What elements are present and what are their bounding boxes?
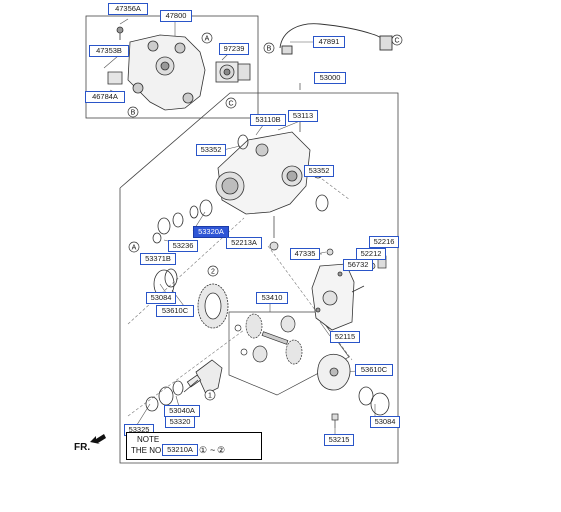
seal-ring [237, 134, 249, 150]
note-title: NOTE [137, 435, 160, 444]
part-label-53215[interactable]: 53215 [324, 434, 354, 446]
part-label-53320[interactable]: 53320 [165, 416, 195, 428]
part-label-53352-right[interactable]: 53352 [304, 165, 334, 177]
callout-a-upper: A [205, 36, 210, 43]
part-label-47353B[interactable]: 47353B [89, 45, 129, 57]
seal-ring [199, 199, 213, 217]
side-gear [245, 313, 263, 339]
part-label-53210A[interactable]: 53210A [162, 444, 198, 456]
ring-gear [197, 283, 229, 329]
side-gear [285, 339, 303, 365]
note-range-separator: ~ [210, 445, 216, 455]
mount-bushing [215, 61, 251, 83]
part-label-47800[interactable]: 47800 [160, 10, 192, 22]
part-label-53371B[interactable]: 53371B [140, 253, 176, 265]
part-label-53084-left[interactable]: 53084 [146, 292, 176, 304]
seal-ring [152, 232, 162, 244]
callout-c-harness: C [394, 38, 399, 45]
part-label-53410[interactable]: 53410 [256, 292, 288, 304]
plug-bolt [269, 241, 279, 251]
pinion-gear [252, 345, 268, 363]
seal-ring [172, 212, 184, 228]
part-label-47335[interactable]: 47335 [290, 248, 320, 260]
part-label-53236[interactable]: 53236 [168, 240, 198, 252]
thrust-washer [234, 324, 242, 332]
carrier-housing [215, 131, 311, 215]
part-label-53610C-left[interactable]: 53610C [156, 305, 194, 317]
vent-plug [326, 248, 334, 256]
part-label-47356A[interactable]: 47356A [108, 3, 148, 15]
callout-1: 1 [208, 393, 212, 400]
part-label-52115[interactable]: 52115 [330, 331, 360, 343]
part-label-53610C-right[interactable]: 53610C [355, 364, 393, 376]
callout-a-lower: A [132, 245, 137, 252]
main-assembly-frame [119, 92, 399, 464]
mount-bracket [107, 26, 206, 111]
callout-2: 2 [211, 269, 215, 276]
part-label-53352-left[interactable]: 53352 [196, 144, 226, 156]
part-label-53000[interactable]: 53000 [314, 72, 346, 84]
part-label-46784A[interactable]: 46784A [85, 91, 125, 103]
thrust-washer [240, 348, 248, 356]
wiring-harness [279, 23, 394, 55]
seal-ring [157, 217, 171, 235]
part-label-52216[interactable]: 52216 [369, 236, 399, 248]
part-label-53113[interactable]: 53113 [288, 110, 318, 122]
front-arrow-icon [90, 434, 106, 444]
part-label-53110B[interactable]: 53110B [250, 114, 286, 126]
part-label-52213A[interactable]: 52213A [226, 237, 262, 249]
pinion-gear [280, 315, 296, 333]
drive-pinion [183, 359, 223, 395]
seal-ring [172, 380, 184, 396]
part-label-47891[interactable]: 47891 [313, 36, 345, 48]
seal-ring [164, 268, 178, 288]
part-label-53084-right[interactable]: 53084 [370, 416, 400, 428]
note-text: THE NO [131, 446, 162, 455]
diff-case [317, 354, 351, 391]
part-label-97239[interactable]: 97239 [219, 43, 249, 55]
note-range-start: ① [199, 445, 208, 455]
pinion-shaft [261, 331, 289, 345]
callout-b-upper: B [131, 110, 136, 117]
seal-ring [358, 386, 374, 406]
seal-ring [158, 386, 174, 406]
front-direction-label: FR. [74, 442, 91, 453]
note-range-end: ② [217, 445, 226, 455]
seal-ring [189, 205, 199, 219]
part-label-56732[interactable]: 56732 [343, 259, 373, 271]
seal-ring [370, 392, 390, 416]
seal-ring [145, 396, 159, 412]
note-box: NOTE THE NO 53210A ① ~ ② [126, 432, 262, 460]
diff-case-frame [228, 311, 350, 396]
callout-c-upper: C [228, 101, 233, 108]
callout-b-harness: B [267, 46, 272, 53]
part-label-53320A-highlighted[interactable]: 53320A [193, 226, 229, 238]
rear-cover [311, 263, 365, 331]
seal-ring [315, 194, 329, 212]
